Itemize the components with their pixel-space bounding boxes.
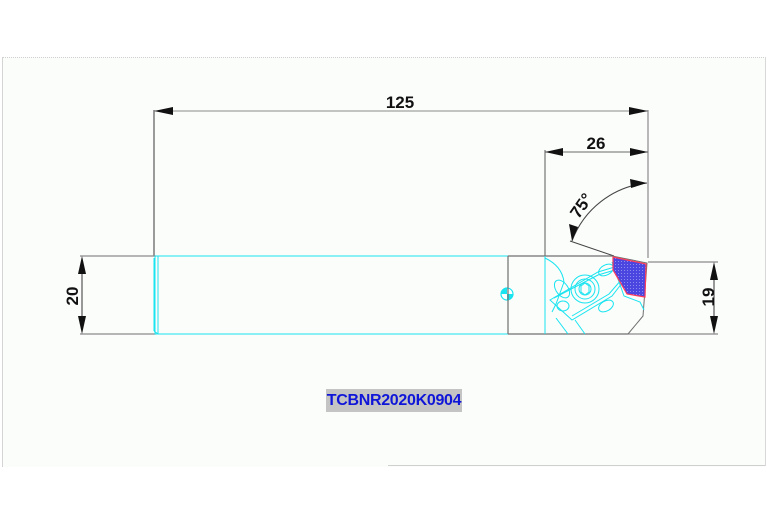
part-number-label: TCBNR2020K0904: [326, 389, 462, 412]
dim-19-text: 19: [699, 288, 718, 307]
arrow-up-icon: [78, 256, 86, 274]
dim-20-text: 20: [63, 287, 82, 306]
dim-125-text: 125: [386, 93, 414, 112]
dimension-cutting-height: 19: [628, 261, 718, 335]
dimension-shank-height: 20: [63, 255, 156, 335]
dimension-head-length: 26: [544, 134, 648, 258]
arrow-left-icon: [545, 148, 563, 156]
dim-26-text: 26: [587, 134, 606, 153]
dimension-approach-angle: 75°: [566, 179, 648, 257]
cutting-insert: [612, 256, 647, 298]
arrow-up-icon: [710, 262, 718, 280]
tool-head: [507, 255, 648, 335]
sheet-border-bottom: [388, 465, 766, 466]
arrow-down-icon: [710, 316, 718, 334]
center-mark-icon: [500, 287, 514, 301]
dim-75-text: 75°: [566, 190, 596, 222]
arrow-right-icon: [629, 107, 648, 115]
arrow-left-icon: [154, 107, 173, 115]
arrow-right-icon: [630, 148, 648, 156]
shank-body: [153, 255, 509, 335]
arrow-down-icon: [78, 316, 86, 334]
arrow-right-icon: [630, 179, 647, 188]
sheet-border-right: [765, 57, 766, 466]
dimension-overall-length: 125: [153, 93, 649, 258]
arrow-down-icon: [569, 224, 578, 241]
